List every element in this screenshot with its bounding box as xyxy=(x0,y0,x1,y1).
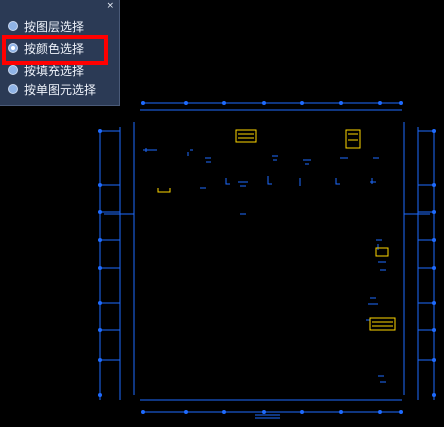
radio-button-icon[interactable] xyxy=(8,84,18,94)
option-select-by-layer[interactable]: 按图层选择 xyxy=(8,17,84,35)
option-select-by-fill[interactable]: 按填充选择 xyxy=(8,61,84,79)
option-label: 按填充选择 xyxy=(24,63,85,78)
yellow-selected-elements[interactable] xyxy=(157,129,396,331)
option-label: 按颜色选择 xyxy=(24,41,85,56)
selection-mode-panel: × 按图层选择 按颜色选择 按填充选择 按单图元选择 xyxy=(0,0,120,106)
radio-button-selected-icon[interactable] xyxy=(8,43,18,53)
option-select-by-single-element[interactable]: 按单图元选择 xyxy=(8,80,96,98)
option-label: 按单图元选择 xyxy=(24,82,97,97)
dimension-markers xyxy=(98,101,436,414)
option-select-by-color[interactable]: 按颜色选择 xyxy=(8,39,84,57)
radio-button-icon[interactable] xyxy=(8,21,18,31)
side-ticks xyxy=(100,130,434,361)
radio-button-icon[interactable] xyxy=(8,65,18,75)
close-icon[interactable]: × xyxy=(106,1,114,11)
small-blue-elements xyxy=(143,148,386,383)
option-label: 按图层选择 xyxy=(24,19,85,34)
